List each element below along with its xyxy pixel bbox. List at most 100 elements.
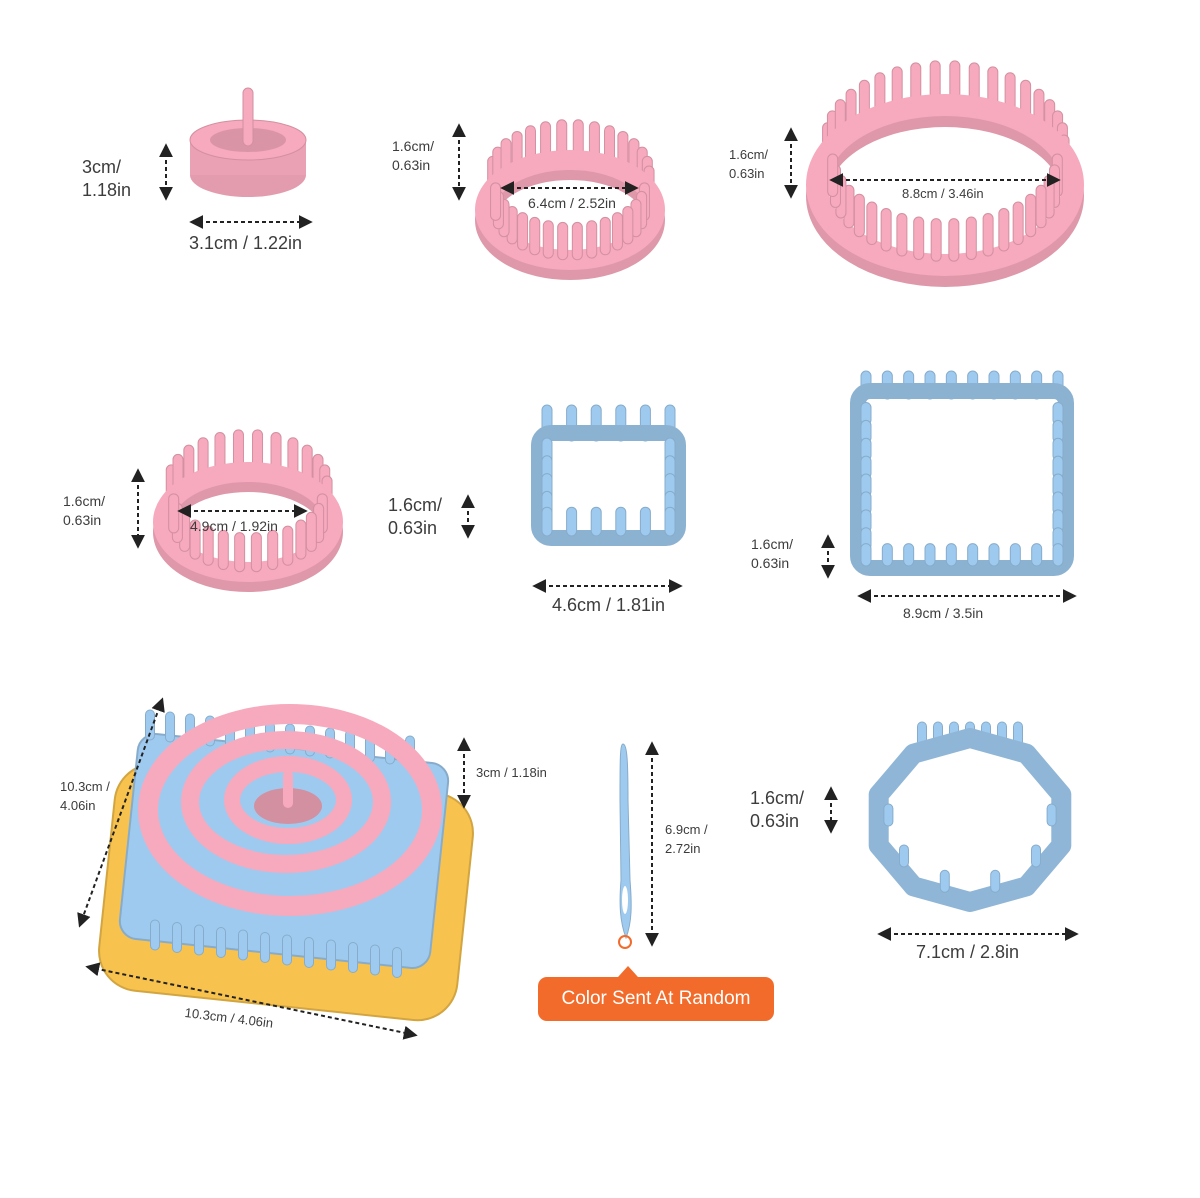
loom-peg xyxy=(924,543,936,567)
loom-frame xyxy=(850,383,1074,576)
square-small-width-label: 4.6cm / 1.81in xyxy=(552,595,666,615)
loom-peg xyxy=(282,525,294,566)
loom-peg xyxy=(172,922,182,953)
loom-peg xyxy=(304,937,314,968)
loom-peg xyxy=(945,543,957,567)
loom-peg xyxy=(599,216,611,256)
loom-peg xyxy=(529,216,541,256)
loom-peg xyxy=(282,934,292,966)
round-medium-loom xyxy=(475,119,665,280)
needle-eye xyxy=(622,886,628,914)
round-large-loom xyxy=(806,60,1084,287)
needle-body xyxy=(619,743,632,940)
loom-peg xyxy=(557,221,569,261)
loom-peg xyxy=(202,525,214,566)
loom-peg xyxy=(194,924,204,956)
loom-peg xyxy=(866,201,878,246)
square-large-height-label: 1.6cm/ 0.63in xyxy=(751,536,794,571)
loom-peg xyxy=(1009,543,1021,567)
loom-peg xyxy=(611,212,623,251)
loom-peg xyxy=(982,213,994,257)
loom-peg xyxy=(881,543,893,567)
round-medium-width-label: 6.4cm / 2.52in xyxy=(528,195,616,211)
loom-peg xyxy=(615,506,627,537)
loom-peg xyxy=(168,493,180,534)
loom-peg xyxy=(639,506,651,537)
loom-peg xyxy=(541,506,553,537)
spool-height-label: 3cm/ 1.18in xyxy=(82,157,132,200)
loom-peg xyxy=(238,929,248,961)
loom-peg xyxy=(542,220,554,259)
loom-peg xyxy=(1035,184,1047,229)
loom-peg xyxy=(586,220,598,259)
square-small-loom xyxy=(531,404,686,546)
loom-peg xyxy=(998,208,1010,252)
loom-peg xyxy=(622,206,634,245)
octagon-width-label: 7.1cm / 2.8in xyxy=(916,942,1020,962)
loom-peg xyxy=(903,543,915,567)
stacked-center-peg xyxy=(283,770,293,808)
loom-frame xyxy=(531,425,686,546)
loom-peg xyxy=(517,212,529,251)
needle-length-label: 6.9cm / 2.72in xyxy=(665,822,708,856)
loom-peg xyxy=(590,506,602,537)
loom-peg xyxy=(305,511,317,552)
loom-peg xyxy=(566,506,578,537)
loom-ring xyxy=(806,94,1084,276)
round-small-loom xyxy=(153,429,343,592)
loom-peg xyxy=(883,803,894,827)
loom-peg xyxy=(260,932,270,963)
loom-peg xyxy=(1012,201,1024,246)
loom-peg xyxy=(571,221,583,261)
loom-peg xyxy=(664,506,676,537)
loom-peg xyxy=(1025,193,1037,238)
loom-peg xyxy=(250,532,262,573)
loom-peg xyxy=(295,519,307,560)
round-small-height-label: 1.6cm/ 0.63in xyxy=(63,493,106,528)
loom-peg xyxy=(392,947,402,978)
loom-peg xyxy=(896,213,908,257)
loom-peg xyxy=(1046,803,1057,827)
needle-tip-marker xyxy=(618,935,632,949)
loom-peg xyxy=(827,153,839,198)
round-large-width-label: 8.8cm / 3.46in xyxy=(902,186,984,201)
loom-peg xyxy=(217,529,229,571)
round-medium-height-label: 1.6cm/ 0.63in xyxy=(392,138,435,173)
octagon-loom xyxy=(868,721,1072,912)
stacked-side-label: 10.3cm / 4.06in xyxy=(60,779,110,813)
loom-peg xyxy=(860,543,872,567)
spool-loom xyxy=(189,87,307,197)
loom-peg xyxy=(326,939,336,971)
needle xyxy=(618,743,632,949)
stacked-ring-mid xyxy=(181,731,391,873)
loom-peg xyxy=(165,711,175,743)
loom-peg xyxy=(370,944,380,976)
color-random-badge: Color Sent At Random xyxy=(538,966,774,1021)
loom-ring xyxy=(475,150,665,270)
loom-peg xyxy=(913,216,925,260)
loom-peg xyxy=(930,218,942,262)
stacked-height-label: 3cm / 1.18in xyxy=(476,765,547,780)
loom-peg xyxy=(880,208,892,252)
loom-peg xyxy=(348,942,358,973)
loom-peg xyxy=(948,218,960,262)
loom-peg xyxy=(939,869,950,893)
loom-peg xyxy=(988,543,1000,567)
loom-peg xyxy=(1052,543,1064,567)
loom-peg xyxy=(216,927,226,958)
loom-peg xyxy=(490,182,502,221)
square-large-width-label: 8.9cm / 3.5in xyxy=(903,605,984,621)
square-large-loom xyxy=(850,370,1074,576)
square-small-height-label: 1.6cm/ 0.63in xyxy=(388,495,443,538)
loom-peg xyxy=(150,919,160,951)
stacked-side-arrow xyxy=(77,697,165,928)
spool-width-label: 3.1cm / 1.22in xyxy=(189,233,303,253)
octagon-height-label: 1.6cm/ 0.63in xyxy=(750,788,805,831)
loom-peg xyxy=(1031,844,1042,868)
loom-peg xyxy=(990,869,1001,893)
stacked-set xyxy=(98,704,474,1022)
stacked-ring-inner xyxy=(224,756,352,844)
loom-ring xyxy=(153,462,343,582)
